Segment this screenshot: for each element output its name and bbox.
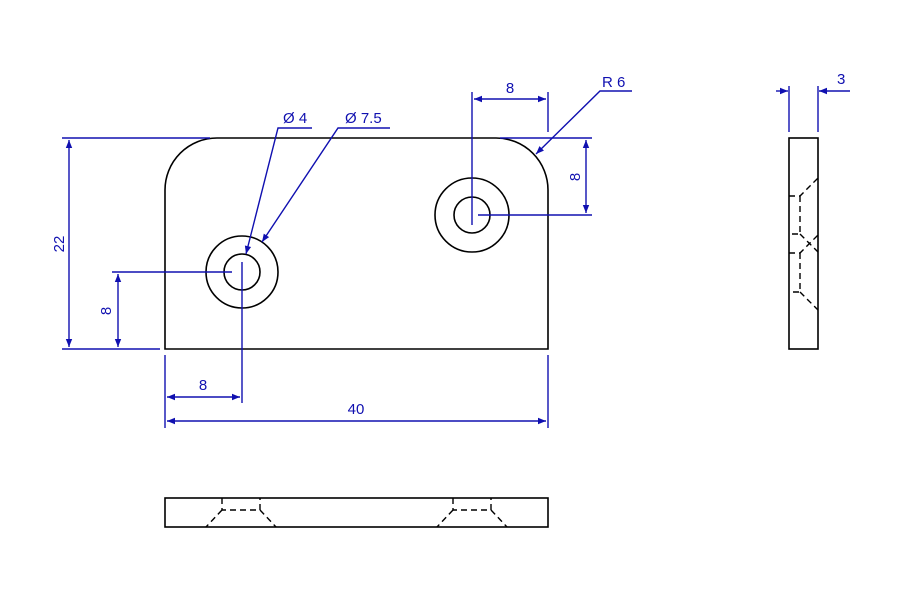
side-view: 3 [776,71,850,350]
dim-hole2-from-right: 8 [506,80,514,97]
plate-outline [164,137,549,350]
dim-corner-radius: R 6 [602,74,625,91]
dim-overall-height: 22 [51,236,68,253]
dim-thickness: 3 [837,71,845,88]
dim-overall-width: 40 [348,401,365,418]
dim-hole2-from-top: 8 [567,173,584,181]
dim-hole1-from-bottom: 8 [98,307,115,315]
dim-hole-large-dia: Ø 7.5 [345,110,382,127]
dimensions: 22 8 8 40 8 8 R 6 Ø 4 Ø 7.5 [51,74,632,428]
front-view [164,137,549,350]
dim-hole-small-dia: Ø 4 [283,110,307,127]
dim-hole1-from-left: 8 [199,377,207,394]
bottom-view [164,497,549,528]
